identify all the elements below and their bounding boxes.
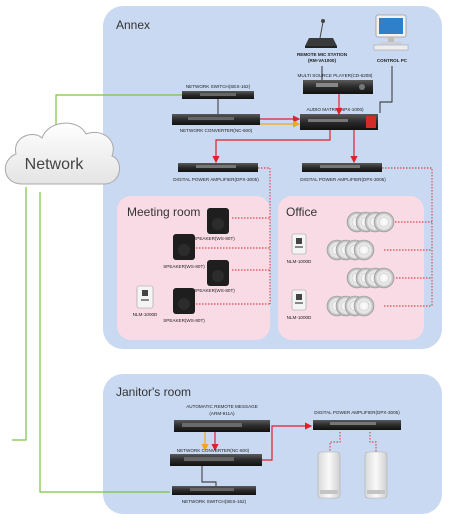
amplifier-left — [178, 163, 258, 172]
ceiling-speaker — [373, 211, 395, 233]
ceiling-speaker — [373, 267, 395, 289]
network-switch — [182, 91, 254, 99]
meeting-nlm-label: NLM-1000D — [133, 312, 158, 317]
meeting-speaker-3 — [207, 260, 229, 286]
janitor-network-converter — [170, 454, 262, 466]
office-ceiling-speakers — [326, 211, 395, 317]
auto-message-label-1: AUTOMATIC REMOTE MESSAGE — [186, 404, 258, 409]
network-label: Network — [25, 156, 85, 173]
audio-matrix — [300, 114, 378, 130]
network-converter-label: NETWORK CONVERTER(NC-600) — [180, 128, 253, 133]
janitor-amp-label: DIGITAL POWER AMPLIFIER(DPX-3005) — [314, 410, 400, 415]
office-nlm-2 — [291, 289, 307, 311]
network-converter — [172, 114, 260, 125]
network-switch-label: NETWORK SWITCH(SES-162) — [186, 84, 251, 89]
speaker-wiring — [196, 167, 433, 307]
ceiling-speaker-grille — [378, 272, 390, 284]
office-nlm-1 — [291, 233, 307, 255]
amplifier-right — [302, 163, 382, 172]
annex-title: Annex — [116, 18, 150, 32]
multi-source-player-label: MULTI SOURCE PLAYER(CD-6208) — [298, 73, 373, 78]
ceiling-speaker-grille — [378, 216, 390, 228]
meeting-speaker-4 — [173, 288, 195, 314]
meeting-speaker-1 — [207, 208, 229, 234]
auto-message-unit — [174, 420, 270, 432]
janitor-room-title: Janitor's room — [116, 385, 191, 399]
meeting-speaker-3-label: SPEAKER(WS-80T) — [193, 288, 235, 293]
network-cabling — [12, 94, 182, 493]
ceiling-speaker — [353, 239, 375, 261]
meeting-nlm-module — [136, 285, 154, 309]
janitor-cabling — [201, 422, 377, 488]
ceiling-speaker-grille — [358, 300, 370, 312]
meeting-room-zone — [117, 196, 270, 340]
office-zone — [278, 196, 424, 340]
audio-matrix-label: AUDIO MATRIX(NPX-1000) — [306, 107, 364, 112]
ceiling-speaker-grille — [358, 244, 370, 256]
ceiling-speaker — [353, 295, 375, 317]
auto-message-label-2: (ARM-911A) — [209, 411, 235, 416]
amplifier-left-label: DIGITAL POWER AMPLIFIER(DPX-3005) — [173, 177, 259, 182]
office-nlm-1-label: NLM-1000D — [287, 259, 312, 264]
control-pc-label: CONTROL PC — [377, 58, 408, 63]
janitor-column-speaker-left — [317, 451, 341, 499]
multi-source-player — [303, 80, 373, 94]
meeting-speaker-2 — [173, 234, 195, 260]
office-title: Office — [286, 205, 317, 219]
amplifier-right-label: DIGITAL POWER AMPLIFIER(DPX-3005) — [300, 177, 386, 182]
janitor-amplifier — [313, 420, 401, 430]
network-cloud: Network — [5, 122, 120, 185]
janitor-network-switch — [172, 486, 256, 495]
annex-cabling — [212, 66, 393, 164]
office-nlm-2-label: NLM-1000D — [287, 315, 312, 320]
meeting-speaker-2-label: SPEAKER(WS-80T) — [163, 264, 205, 269]
remote-mic-label-2: (RM-VA1000) — [308, 58, 336, 63]
remote-mic-label-1: REMOTE MIC STATION — [297, 52, 348, 57]
meeting-room-title: Meeting room — [127, 205, 200, 219]
janitor-network-converter-label: NETWORK CONVERTER(NC-600) — [177, 448, 250, 453]
remote-mic-station — [305, 19, 337, 48]
janitor-network-switch-label: NETWORK SWITCH(SES-162) — [182, 499, 247, 504]
meeting-speaker-4-label: SPEAKER(WS-80T) — [163, 318, 205, 323]
janitor-column-speaker-right — [364, 451, 388, 499]
control-pc-icon — [373, 14, 409, 51]
meeting-speaker-1-label: SPEAKER(WS-80T) — [193, 236, 235, 241]
